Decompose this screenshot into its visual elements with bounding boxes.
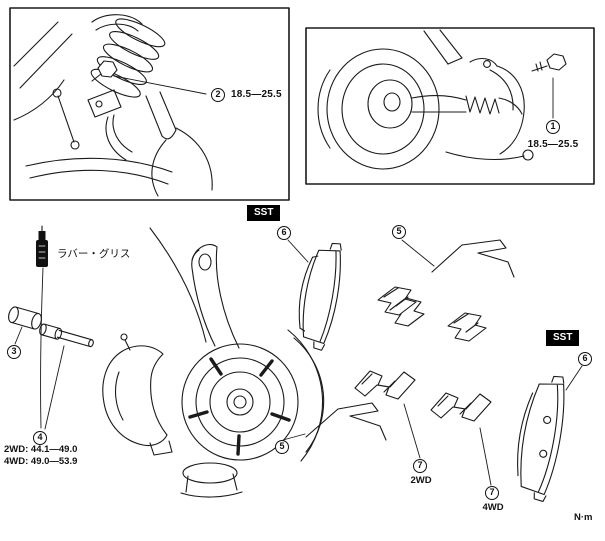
guide-pin — [39, 323, 94, 348]
outer-brake-pad — [517, 375, 565, 502]
variant-label-2wd: 2WD — [410, 475, 432, 486]
bolt-icon — [531, 53, 567, 72]
callout-2: 2 — [211, 88, 225, 102]
callout-5: 5 — [392, 225, 406, 239]
pad-shim-clip — [377, 286, 425, 327]
callout-7: 7 — [485, 486, 499, 500]
callout-1: 1 — [546, 120, 560, 134]
variant-label-4wd: 4WD — [482, 502, 504, 513]
unit-label: N·m — [574, 512, 593, 523]
callout-7: 7 — [413, 459, 427, 473]
knuckle-hub-assembly — [102, 227, 325, 498]
callout-3: 3 — [7, 345, 21, 359]
inset-top-right-illustration — [305, 27, 595, 185]
sst-badge: SST — [247, 205, 281, 221]
callout-5: 5 — [275, 440, 289, 454]
callout-6: 6 — [578, 352, 592, 366]
grease-tube-icon — [36, 225, 48, 267]
bolt-icon — [91, 60, 118, 82]
callout-6: 6 — [277, 226, 291, 240]
brake-disc — [317, 48, 440, 170]
torque-spec-top-left: 18.5—25.5 — [231, 89, 282, 100]
caliper-bracket — [102, 333, 173, 456]
pad-retainer-clip-2wd — [354, 370, 416, 400]
leader-lines — [14, 267, 65, 430]
guide-pin-torque-2wd: 2WD: 44.1—49.0 — [4, 444, 78, 455]
inset-top-left-illustration — [9, 7, 290, 201]
leader-lines — [282, 239, 583, 486]
sst-badge: SST — [546, 330, 580, 346]
inner-brake-pad — [298, 242, 342, 351]
guide-pin-torque-4wd: 4WD: 49.0—53.9 — [4, 456, 78, 467]
pad-wire-spring — [431, 239, 515, 278]
coil-spring — [90, 18, 166, 98]
rubber-grease-label: ラバー・グリス — [57, 248, 131, 260]
callout-4: 4 — [33, 431, 47, 445]
guide-pin-sleeve — [8, 306, 42, 330]
pad-retainer-clip-4wd — [430, 392, 492, 422]
pad-shim-clip — [447, 312, 487, 342]
pad-wire-spring — [305, 402, 387, 441]
torque-spec-top-right: 18.5—25.5 — [527, 139, 579, 150]
